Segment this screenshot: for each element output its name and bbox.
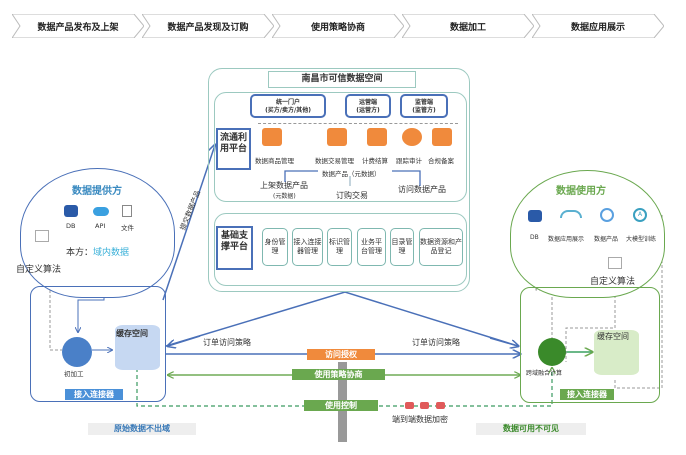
- source-label: DB: [66, 222, 76, 230]
- access-auth-tag: 访问授权: [307, 349, 375, 360]
- audit-icon: [402, 128, 422, 146]
- support-platform: 基础支撑平台: [216, 226, 253, 270]
- module-identifier[interactable]: 标识管理: [327, 228, 352, 266]
- circulation-platform: 流通利用平台: [216, 128, 251, 170]
- divider: [258, 123, 458, 124]
- order-policy-left: 订单访问策略: [203, 338, 251, 347]
- compute-label: 跨域融合计算: [526, 370, 563, 377]
- space-title: 南昌市可信数据空间: [268, 71, 416, 88]
- role-portal[interactable]: 统一门户(买方/卖方/其他): [250, 94, 326, 118]
- step-2: 数据产品发现及订购: [142, 14, 274, 38]
- function-label: 计费结算: [362, 157, 388, 165]
- lock-icon: [436, 402, 445, 409]
- access-product: 访问数据产品: [398, 185, 446, 194]
- provider-bubble: [20, 168, 175, 298]
- list-product-sub: (元数据): [273, 193, 296, 200]
- consumer-cache-label: 缓存空间: [597, 332, 629, 341]
- source-label: 文件: [121, 224, 134, 232]
- lock-icon: [420, 402, 429, 409]
- provider-cache-label: 缓存空间: [116, 329, 148, 338]
- trade-icon: [327, 128, 347, 146]
- step-3: 使用策略协商: [272, 14, 404, 38]
- list-product: 上架数据产品: [260, 181, 308, 190]
- policy-negotiation-tag: 使用策略协商: [292, 369, 385, 380]
- circulation-section: [214, 92, 467, 202]
- preprocess-icon: [62, 337, 92, 367]
- consumer-cache: [594, 330, 639, 375]
- db-icon: [528, 210, 542, 222]
- data-product-icon: [600, 208, 614, 222]
- app-label: 数据应用展示: [548, 236, 585, 243]
- preprocess-label: 初加工: [64, 370, 84, 378]
- provider-algorithm: 自定义算法: [16, 265, 62, 275]
- gauge-icon: [560, 210, 582, 218]
- function-label: 合规备案: [428, 157, 454, 165]
- module-catalog[interactable]: 目录管理: [390, 228, 414, 266]
- support-section: [214, 213, 467, 286]
- consumer-algorithm: 自定义算法: [590, 277, 636, 287]
- step-4: 数据加工: [402, 14, 534, 38]
- cloud-api-icon: [93, 207, 109, 216]
- billing-icon: [367, 128, 387, 146]
- order-trade: 订购交易: [336, 191, 368, 200]
- consumer-connector-box: [520, 287, 660, 403]
- provider-title: 数据提供方: [72, 186, 122, 197]
- step-1: 数据产品发布及上架: [12, 14, 144, 38]
- ai-icon: A: [633, 208, 647, 222]
- usage-control-tag: 使用控制: [304, 400, 378, 411]
- app-label: 数据产品: [594, 236, 619, 243]
- function-label: 跟踪审计: [396, 157, 422, 165]
- app-label: DB: [530, 234, 539, 241]
- trusted-data-space: [208, 68, 470, 292]
- provider-connector-box: [30, 286, 166, 402]
- function-label: 数据商品管理: [255, 157, 294, 165]
- order-policy-right: 订单访问策略: [412, 338, 460, 347]
- consumer-note: 数据可用不可见: [476, 423, 586, 435]
- algorithm-icon: [608, 257, 622, 269]
- step-5: 数据应用展示: [532, 14, 664, 38]
- lock-icon: [405, 402, 414, 409]
- module-registration[interactable]: 数据资源和产品登记: [419, 228, 463, 266]
- function-label: 数据交易管理: [315, 157, 354, 165]
- role-regulator[interactable]: 监管端(监管方): [400, 94, 448, 118]
- file-icon: [122, 205, 132, 217]
- provider-cache: [115, 325, 160, 370]
- module-business[interactable]: 业务平台管理: [357, 228, 386, 266]
- local-data: 本方：域内数据: [66, 248, 130, 258]
- consumer-connector-tag: 接入连接器: [560, 389, 614, 400]
- consumer-title: 数据使用方: [556, 186, 606, 197]
- module-identity[interactable]: 身份管理: [262, 228, 288, 266]
- goods-icon: [262, 128, 282, 146]
- encryption-label: 端到端数据加密: [392, 415, 448, 424]
- provider-note: 原始数据不出域: [88, 423, 196, 435]
- module-connector[interactable]: 接入连接器管理: [292, 228, 323, 266]
- consumer-bubble: [510, 170, 665, 298]
- role-operator[interactable]: 运营端(运营方): [345, 94, 391, 118]
- compute-icon: [538, 338, 566, 366]
- provider-connector-tag: 接入连接器: [65, 389, 123, 400]
- product-metadata: 数据产品（元数据）: [322, 170, 381, 178]
- compliance-icon: [432, 128, 452, 146]
- db-icon: [64, 205, 78, 217]
- algorithm-icon: [35, 230, 49, 242]
- app-label: 大模型训练: [626, 236, 657, 243]
- source-label: API: [95, 222, 106, 230]
- flow-arrows: [284, 170, 421, 186]
